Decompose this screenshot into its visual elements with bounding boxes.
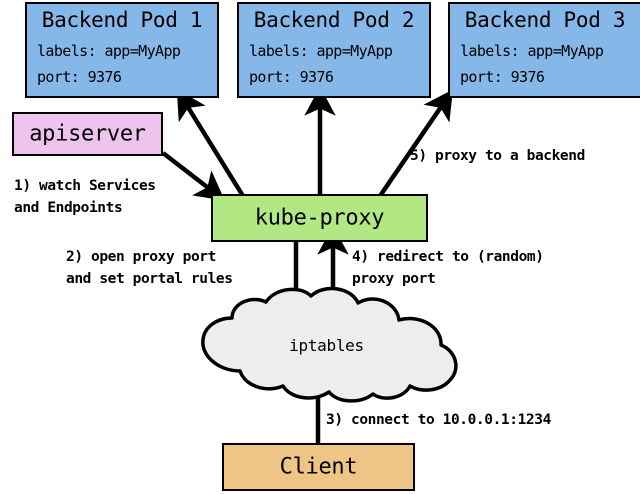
backend-pod-3-port: port: 9376 (460, 68, 545, 86)
backend-pod-1-port: port: 9376 (37, 68, 122, 86)
backend-pod-2-labels: labels: app=MyApp (249, 42, 393, 60)
backend-pod-3-box: Backend Pod 3 labels: app=MyApp port: 93… (448, 2, 640, 98)
arrow-apiserver-to-kubeproxy (161, 151, 225, 201)
step-4-line-1: 4) redirect to (random) (352, 249, 544, 265)
step-4-annotation: 4) redirect to (random) proxy port (352, 246, 544, 290)
client-label: Client (279, 454, 358, 480)
arrow-kubeproxy-to-pod3 (378, 89, 453, 198)
backend-pod-3-labels: labels: app=MyApp (460, 42, 604, 60)
backend-pod-1-title: Backend Pod 1 (41, 8, 203, 32)
step-1-line-2: and Endpoints (14, 200, 123, 216)
backend-pod-1-labels: labels: app=MyApp (37, 42, 181, 60)
step-2-line-1: 2) open proxy port (66, 249, 216, 265)
step-5-annotation: 5) proxy to a backend (410, 145, 585, 167)
step-1-line-1: 1) watch Services (14, 178, 156, 194)
iptables-label: iptables (289, 336, 364, 355)
client-box: Client (222, 443, 415, 491)
step-5-text: 5) proxy to a backend (410, 148, 585, 164)
step-1-annotation: 1) watch Services and Endpoints (14, 175, 156, 219)
backend-pod-2-box: Backend Pod 2 labels: app=MyApp port: 93… (237, 2, 431, 98)
backend-pod-3-title: Backend Pod 3 (464, 8, 626, 32)
apiserver-label: apiserver (29, 121, 146, 147)
backend-pod-2-title: Backend Pod 2 (253, 8, 415, 32)
iptables-cloud-shape (201, 286, 458, 403)
apiserver-box: apiserver (12, 112, 163, 156)
step-3-annotation: 3) connect to 10.0.0.1:1234 (326, 409, 551, 431)
arrow-kubeproxy-to-pod1 (176, 89, 245, 198)
backend-pod-1-box: Backend Pod 1 labels: app=MyApp port: 93… (25, 2, 219, 98)
step-3-text: 3) connect to 10.0.0.1:1234 (326, 412, 551, 428)
step-2-line-2: and set portal rules (66, 271, 233, 287)
step-2-annotation: 2) open proxy port and set portal rules (66, 246, 233, 290)
step-4-line-2: proxy port (352, 271, 436, 287)
backend-pod-2-port: port: 9376 (249, 68, 334, 86)
